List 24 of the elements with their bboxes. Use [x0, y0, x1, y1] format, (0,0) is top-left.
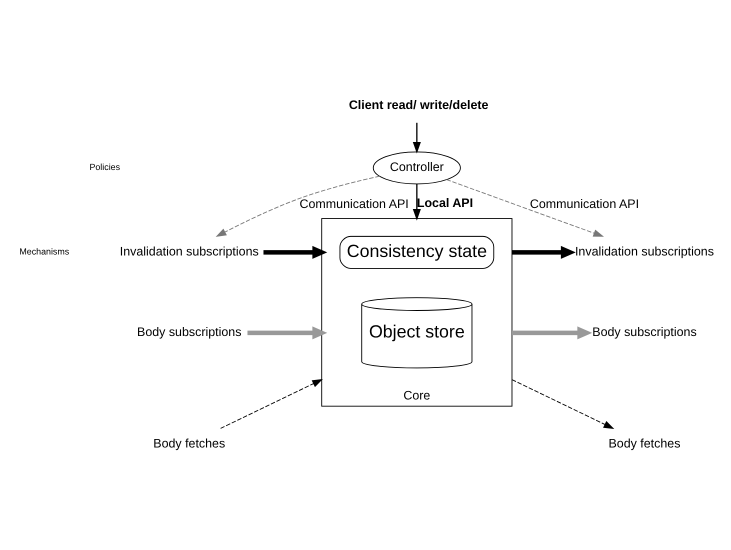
- arrow: [446, 178, 604, 236]
- arrow: [216, 175, 380, 236]
- node-text: Body fetches: [153, 436, 226, 450]
- node-text: Body subscriptions: [592, 324, 697, 339]
- node-ellipse: Controller: [372, 150, 461, 184]
- node-text: Invalidation subscriptions: [120, 244, 259, 258]
- arrow: [512, 326, 592, 339]
- arrow: [247, 326, 328, 339]
- arrow: [512, 245, 576, 258]
- arrow: [512, 378, 614, 428]
- arrow: [412, 183, 421, 220]
- node-text: Body subscriptions: [137, 324, 242, 339]
- arrow: [263, 245, 328, 258]
- arrow: [220, 378, 323, 428]
- node-text: Invalidation subscriptions: [574, 244, 714, 258]
- edge-label: Communication API: [300, 196, 409, 211]
- node-text: Client read/ write/delete: [348, 97, 488, 112]
- node-box: Consistency state: [340, 235, 494, 268]
- edge-label: Communication API: [530, 196, 640, 211]
- label: Mechanisms: [19, 246, 70, 256]
- node-text: Body fetches: [608, 436, 680, 450]
- edge-label: Local API: [416, 196, 474, 210]
- label: Policies: [89, 162, 120, 172]
- arrow: [412, 122, 421, 154]
